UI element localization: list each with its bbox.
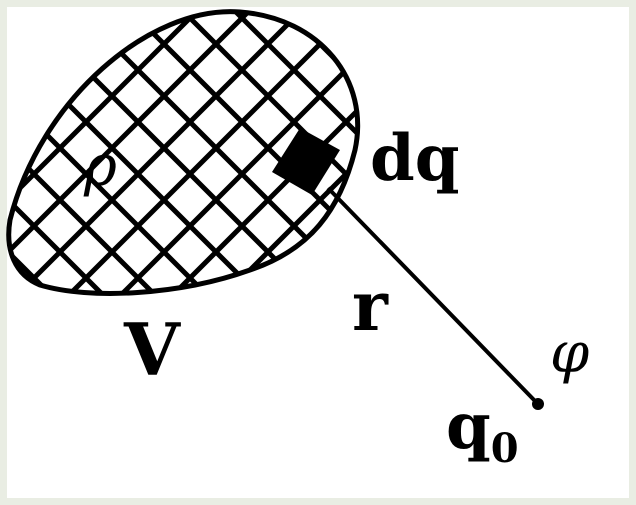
hatch-line [588,0,636,400]
charge-element-cell [272,128,340,195]
crosshatch-pattern [8,0,636,400]
hatch-line [380,0,636,400]
volume-outline [6,9,361,296]
hatch-line [222,11,358,294]
hatch-line [380,0,636,400]
hatch-line [8,11,54,294]
hatch-line [8,11,358,294]
hatch-line [8,11,262,294]
test-charge-symbol: q [446,389,491,464]
test-charge-label: q0 [446,389,519,472]
hatch-line [8,11,54,294]
potential-label: φ [550,321,589,386]
charge-element-label: dq [370,121,460,196]
hatch-line [170,11,358,294]
test-charge-subscript: 0 [491,425,519,472]
hatch-line [8,11,314,294]
hatch-line [432,0,636,400]
hatch-line [66,11,358,294]
test-charge-point [532,398,544,410]
volume-label: V [123,307,181,392]
hatch-line [8,11,210,294]
distance-line [326,186,538,404]
hatch-line [588,0,636,400]
density-label: ρ [83,134,117,199]
distance-label: r [352,267,389,347]
hatch-line [118,11,358,294]
hatch-line [432,0,636,400]
